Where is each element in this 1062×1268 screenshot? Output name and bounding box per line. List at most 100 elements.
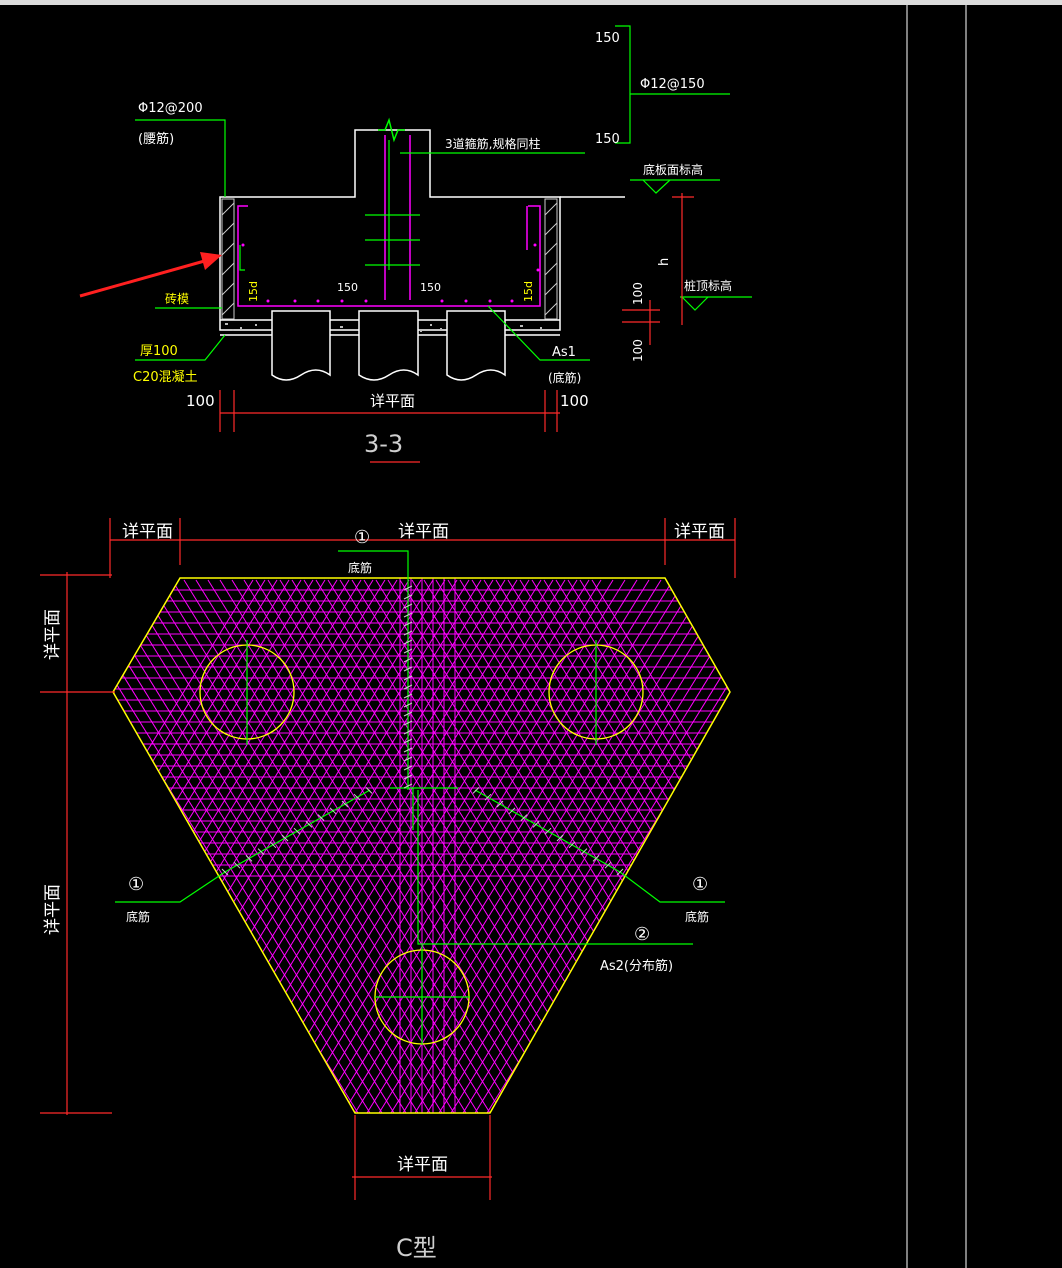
rebar-line [543,579,730,1113]
section-leaders [135,25,752,361]
rebar-line [113,579,254,1113]
dim-span-label: 详平面 [370,392,415,410]
rebar-line [113,579,155,1113]
rebar-line [113,579,215,1113]
rebar-line [113,579,179,1113]
cushion-thk-label: 厚100 [140,344,178,359]
plan-bottom-bar-left: 底筋 [126,909,150,924]
rebar-line [113,579,371,1113]
rebar-line [135,579,467,1113]
rebar-line [507,579,730,1113]
rebar-line [210,579,542,1113]
rebar-line [330,579,662,1113]
rebar-line [258,579,590,1113]
rebar-line [366,579,698,1113]
dim-15d-right: 15d [522,281,535,302]
rebar-line [113,579,386,1113]
rebar-line [354,579,686,1113]
as1-note: (底筋) [548,370,581,385]
rebar-line [570,579,730,1113]
rebar-line [291,579,623,1113]
rebar-line [522,579,730,1113]
rebar-line [618,579,730,1113]
waist-bar-note: (腰筋) [138,131,174,147]
pile-centerlines [246,640,597,1045]
rebar-line [495,579,730,1113]
column-stirrups [365,140,420,270]
rebar-line [594,579,730,1113]
rebar-line [171,579,503,1113]
break-symbol [378,117,405,143]
section-rebar [237,135,541,307]
rebar-line [591,579,730,1113]
stirrup-note: 3道箍筋,规格同柱 [445,136,540,151]
rebar-line [113,579,410,1113]
bottom-bar-dots [241,243,540,303]
rebar-line [567,579,730,1113]
rebar-line [255,579,587,1113]
rebar-line [113,579,383,1113]
rebar-line [246,579,578,1113]
rebar-line [113,579,266,1113]
plan-dim-bottom: 详平面 [397,1155,448,1175]
rebar-line [113,579,434,1113]
cushion-mat-label: C20混凝土 [133,369,198,385]
rebar-line [519,579,730,1113]
rebar-line [690,579,730,1113]
right-panel-lines [906,5,967,1268]
top-strip [0,0,1062,5]
rebar-line [363,579,695,1113]
dim-100-right-b: 100 [631,339,645,362]
plan-bottom-bar-right: 底筋 [685,909,709,924]
dim-15d-left: 15d [247,281,260,302]
plan-marker-1-left: ① [128,874,144,895]
cushion-layer [225,323,542,332]
dim-100-rightside: 100 [560,392,589,410]
rebar-line [450,579,730,1113]
rebar-line [219,579,551,1113]
section-outline [219,129,625,336]
piles-section [271,310,506,381]
plan-title: C型 [396,1234,437,1262]
rebar-line [582,579,730,1113]
rebar-line [474,579,730,1113]
rebar-line [486,579,730,1113]
rebar-line [351,579,683,1113]
plan-rebar-mesh [113,578,730,1113]
rebar-line [195,579,527,1113]
rebar-line [438,579,730,1113]
rebar-line [270,579,602,1113]
rebar-line [113,579,374,1113]
plan-c-type: 详平面 详平面 详平面 ① 底筋 详平面 详平面 ① 底筋 ① 底筋 ② As2… [40,518,736,1262]
plan-bottom-bar-top: 底筋 [348,560,372,575]
rebar-line [113,579,203,1113]
rebar-line [579,579,730,1113]
plan-marker-1-top: ① [354,527,370,548]
rebar-line [375,579,707,1113]
rebar-line [606,579,730,1113]
rebar-line [402,579,730,1113]
rebar-line [113,579,278,1113]
plan-dim-left-lower: 详平面 [43,884,63,935]
plan-dim-top-right: 详平面 [674,522,725,542]
rebar-line [390,579,722,1113]
rebar-line [282,579,614,1113]
rebar-line [113,579,131,1113]
dim-h-label: h [657,258,672,266]
section-title: 3-3 [364,430,403,458]
rebar-line [510,579,730,1113]
rebar-line [113,579,362,1113]
rebar-line [339,579,671,1113]
rebar-line [642,579,730,1113]
rebar-line [423,579,730,1113]
rebar-line [113,579,398,1113]
plan-dim-top-left: 详平面 [122,522,173,542]
rebar-line [113,579,350,1113]
rebar-line [387,579,719,1113]
rebar-line [198,579,530,1113]
plan-dim-top-mid: 详平面 [398,522,449,542]
rebar-line [459,579,730,1113]
as1-label: As1 [552,345,576,360]
rebar-line [113,579,143,1113]
